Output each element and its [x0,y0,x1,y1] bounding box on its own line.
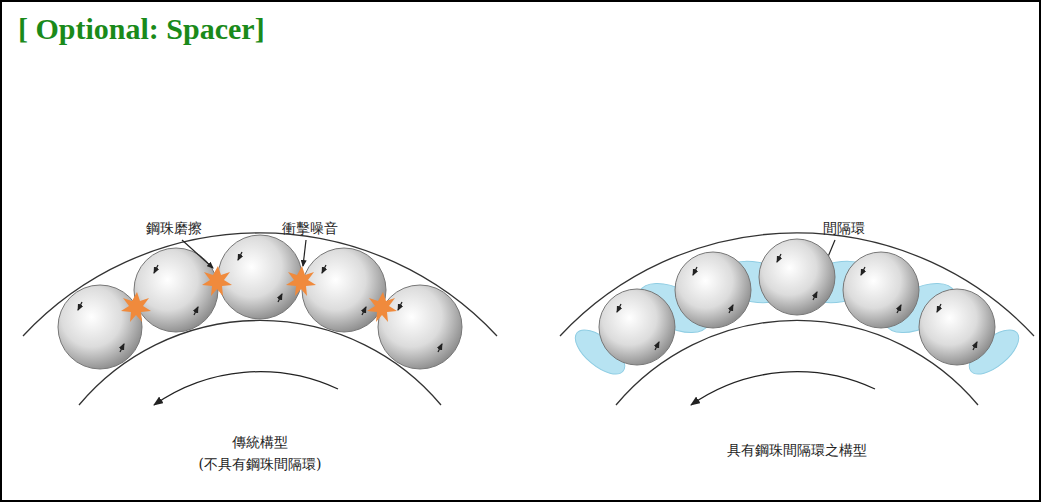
impact-stars [121,266,397,322]
callout-label: 鋼珠磨擦 [146,220,202,237]
callout-label: 衝擊噪音 [282,220,338,237]
slide-title: [ Optional: Spacer] [18,12,265,46]
ball-spin-arrows [78,252,442,352]
caption-label: (不具有鋼珠間隔環) [199,456,322,473]
caption-label: 傳統構型 [232,434,288,451]
rotation-arrow [154,372,338,405]
ball-spin-arrows [617,254,977,350]
caption-label: 具有鋼珠間隔環之構型 [727,442,867,459]
callout-label: 間隔環 [823,220,865,237]
traditional-bearing [23,233,497,405]
balls-right [599,239,995,365]
spacer-bearing [560,233,1034,405]
balls-left [58,235,462,369]
rotation-arrow [691,372,875,405]
